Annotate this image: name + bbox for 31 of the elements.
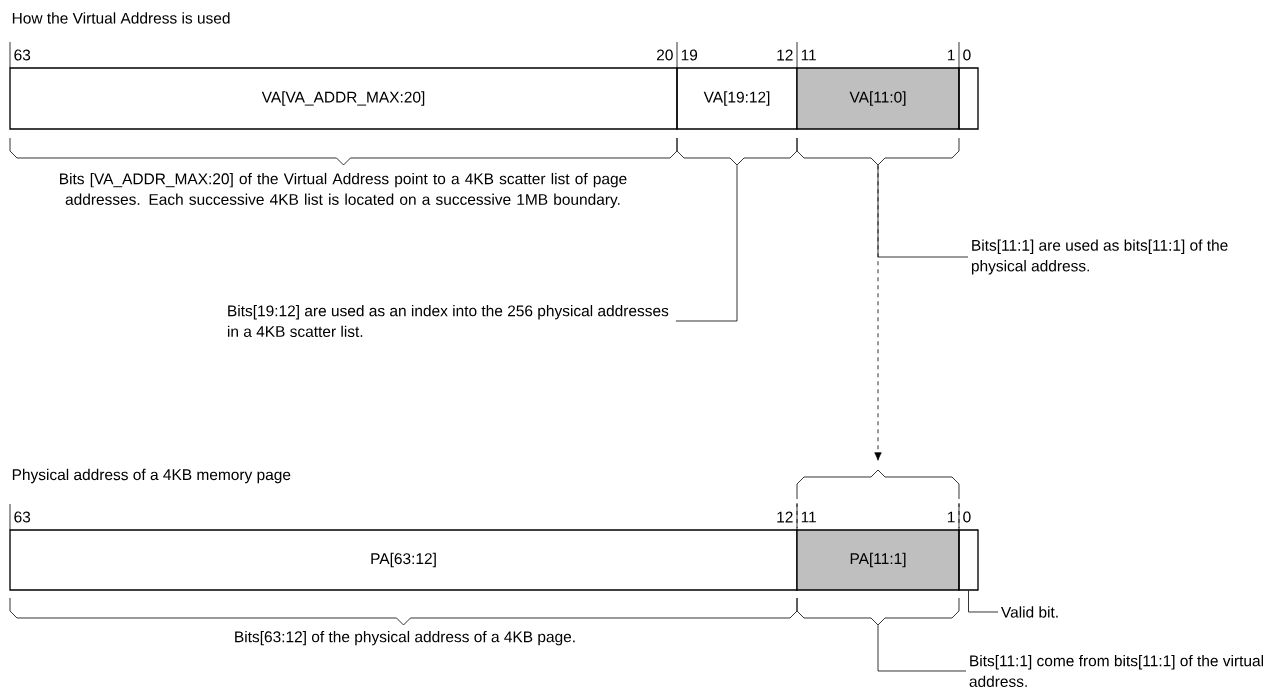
section-heading: How the Virtual Address is used	[12, 12, 230, 24]
bit-number: 11	[801, 49, 816, 61]
leader-line	[968, 590, 999, 613]
bit-number: 1	[947, 511, 955, 523]
leader-line	[877, 624, 967, 672]
bit-number: 19	[681, 49, 698, 61]
dashed-arrow	[874, 164, 882, 461]
annotation-text: Bits[63:12] of the physical address of a 4KB page.	[235, 630, 575, 646]
bit-number: 63	[14, 49, 31, 61]
annotation-text: Bits [VA_ADDR_MAX:20] of the Virtual Address point to a 4KB scatter list of page addresses. Each successive 4KB list is located on a successive 1MB boundary.	[60, 172, 627, 209]
bit-number: 11	[801, 511, 816, 523]
bit-number: 0	[963, 49, 971, 61]
bit-number: 1	[947, 49, 955, 61]
bit-number: 0	[963, 511, 971, 523]
bit-field	[958, 41, 979, 130]
bit-number: 20	[657, 49, 673, 61]
bit-field	[958, 503, 979, 591]
brace	[9, 137, 678, 166]
brace	[796, 137, 960, 166]
bit-number: 63	[14, 511, 31, 523]
annotation-text: Valid bit.	[1001, 606, 1058, 618]
bit-number: 12	[777, 511, 793, 523]
annotation-text: Bits[11:1] are used as bits[11:1] of the physical address.	[971, 239, 1228, 275]
annotation-text: Bits[19:12] are used as an index into the 256 physical addresses in a 4KB scatter list.	[228, 305, 669, 337]
brace	[676, 137, 798, 166]
leader-line	[675, 164, 738, 322]
brace	[9, 597, 798, 626]
section-heading: Physical address of a 4KB memory page	[12, 468, 291, 484]
bit-number: 12	[777, 49, 793, 61]
brace	[796, 597, 960, 626]
annotation-text: Bits[11:1] come from bits[11:1] of the virtual address.	[969, 655, 1263, 687]
